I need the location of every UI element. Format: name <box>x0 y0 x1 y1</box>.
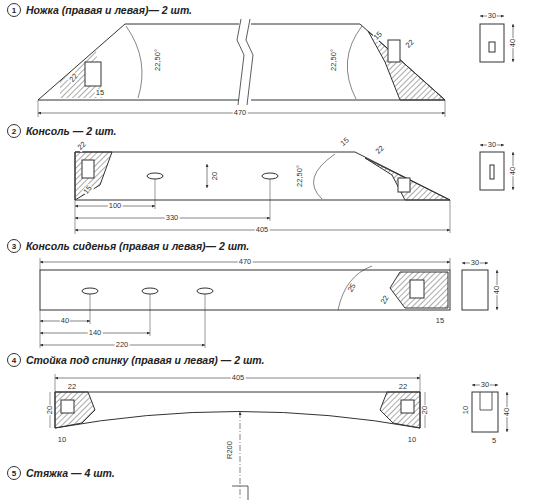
dimension-value: 15 <box>82 183 95 196</box>
dimension-value: 5 <box>491 437 497 445</box>
dimension-value: 15 <box>338 136 351 149</box>
dimension-value: 30 <box>487 12 497 20</box>
dimension-value: 30 <box>487 141 497 149</box>
dimension-value: 100 <box>108 202 123 210</box>
dimension-value: 22 <box>379 294 391 307</box>
dimension-value: 20 <box>46 405 54 415</box>
callout-circle <box>8 240 21 253</box>
part-heading: Консоль сиденья (правая и левая)— 2 шт. <box>26 240 249 252</box>
dimension-value: 40 <box>60 317 70 325</box>
dimension-value: R200 <box>226 440 234 460</box>
dimension-value: 470 <box>238 258 253 266</box>
callout-circle <box>8 4 21 17</box>
dimension-value: 220 <box>115 341 130 349</box>
leg-part <box>38 16 513 117</box>
dimension-value: 40 <box>509 38 517 48</box>
part-heading: Ножка (правая и левая)— 2 шт. <box>26 4 192 16</box>
dimension-value: 22,50° <box>330 48 338 72</box>
dimension-value: 30 <box>470 259 480 267</box>
part-heading: Консоль — 2 шт. <box>26 125 116 137</box>
dimension-value: 405 <box>255 226 270 234</box>
dimension-value: 20 <box>421 405 429 415</box>
part-heading: Стойка под спинку (правая и левая) — 2 ш… <box>26 354 264 366</box>
dimension-value: 40 <box>493 285 501 295</box>
callout-number: 1 <box>12 6 16 15</box>
seat-console-part <box>40 258 497 348</box>
dimension-value: 20 <box>211 171 219 181</box>
callout-number: 5 <box>12 469 16 478</box>
dimension-value: 15 <box>435 317 445 325</box>
dimension-value: 10 <box>462 405 470 415</box>
dimension-value: 22 <box>76 140 89 153</box>
dimension-value: 470 <box>233 109 248 117</box>
tie-part <box>232 486 248 500</box>
dimension-value: 22 <box>68 71 81 84</box>
dimension-value: 22 <box>374 144 387 157</box>
dimension-value: 140 <box>88 329 103 337</box>
back-post-part <box>50 374 507 500</box>
callout-circle <box>8 125 21 138</box>
callout-number: 3 <box>12 242 16 251</box>
dimension-value: 40 <box>503 407 511 417</box>
dimension-value: 22 <box>398 383 408 391</box>
callout-circle <box>8 354 21 367</box>
dimension-value: 22 <box>67 383 77 391</box>
dimension-value: 30 <box>480 381 490 389</box>
dimension-value: 15 <box>95 89 105 97</box>
dimension-value: 10 <box>57 436 67 444</box>
callout-number: 2 <box>12 127 16 136</box>
callout-number: 4 <box>12 356 16 365</box>
console-part <box>75 145 513 234</box>
part-heading: Стяжка — 4 шт. <box>26 467 115 479</box>
callout-circle <box>8 467 21 480</box>
dimension-value: 405 <box>231 374 246 382</box>
dimension-value: 40 <box>509 166 517 176</box>
dimension-value: 22,50° <box>154 48 162 72</box>
dimension-value: 25 <box>346 282 358 295</box>
dimension-value: 22,50° <box>296 164 304 188</box>
dimension-value: 15 <box>372 30 385 43</box>
dimension-value: 10 <box>407 436 417 444</box>
dimension-value: 22 <box>404 38 417 51</box>
dimension-value: 330 <box>165 214 180 222</box>
